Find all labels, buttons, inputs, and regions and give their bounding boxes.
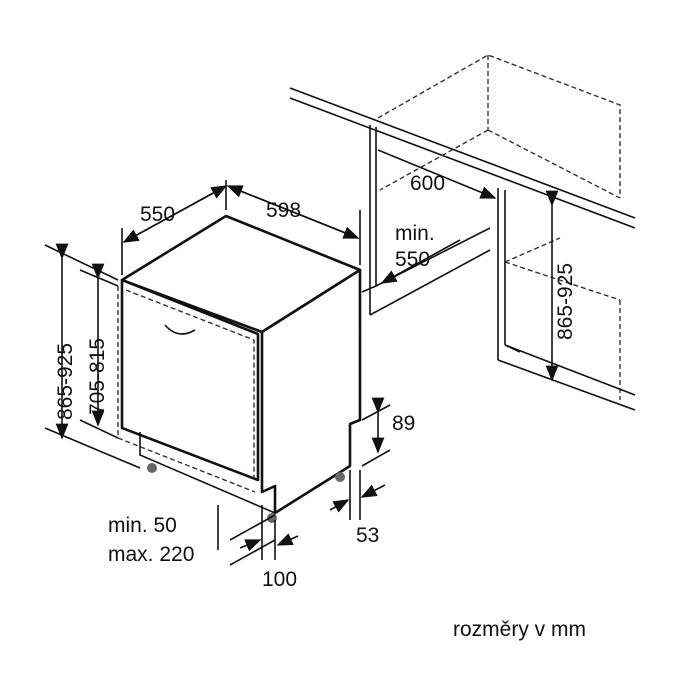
plinth-depth-arrow-left	[329, 499, 350, 513]
niche-height-label: 865-925	[554, 263, 577, 340]
niche-depth-arrow	[380, 239, 461, 284]
plinth-outline	[139, 432, 276, 514]
niche-width-arrow	[377, 149, 497, 199]
dimension-lines	[44, 180, 391, 566]
door-handle	[164, 324, 196, 335]
units-note: rozměry v mm	[453, 618, 586, 641]
foot-left	[147, 463, 157, 473]
plinth-extension-lines	[361, 404, 391, 467]
plinth-depth-arrow-right	[360, 484, 386, 498]
plinth-depth-extension-lines	[349, 470, 361, 520]
dishwasher	[117, 214, 362, 523]
extension-lines-left	[44, 244, 141, 469]
foot-offset-arrow-right	[276, 533, 299, 546]
depth-label: 550	[140, 203, 175, 226]
plinth-gap-max-label: max. 220	[108, 543, 194, 566]
niche-width-label: 600	[410, 172, 445, 195]
niche-depth-label-min: min.	[395, 222, 435, 245]
kitchen-niche	[289, 54, 636, 411]
left-cabinet-side	[361, 125, 491, 316]
door-height-label: 705-815	[86, 338, 109, 415]
right-cabinet-side	[497, 188, 636, 411]
width-label: 598	[266, 199, 301, 222]
height-label: 865-925	[54, 343, 77, 420]
countertop	[289, 87, 636, 229]
depth-arrow-reverse	[123, 185, 228, 243]
plinth-gap-lines	[217, 505, 276, 566]
foot-offset-label: 100	[262, 568, 297, 591]
plinth-depth-label: 53	[356, 524, 379, 547]
foot-right	[335, 472, 345, 482]
plinth-gap-min-label: min. 50	[108, 514, 177, 537]
foot-offset-arrow-left	[239, 539, 262, 552]
width-arrow-reverse	[226, 185, 359, 239]
foot-offset-extension-lines	[261, 505, 276, 560]
niche-depth-label-value: 550	[395, 248, 430, 271]
dishwasher-door	[120, 278, 260, 482]
dishwasher-side	[260, 268, 362, 515]
plinth-height-label: 89	[392, 412, 415, 435]
